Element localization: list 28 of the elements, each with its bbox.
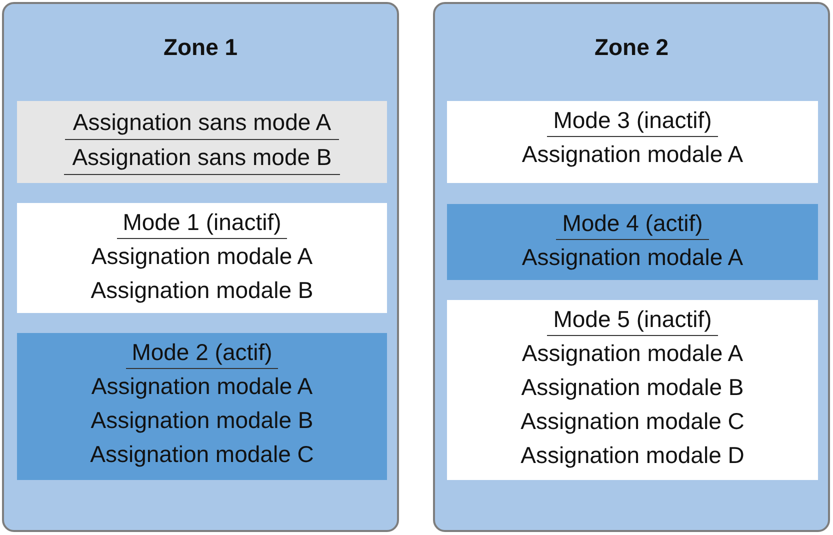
assignment-text: Assignation modale A (91, 372, 313, 401)
assignment-box (17, 101, 387, 183)
zone-title: Zone 2 (594, 33, 669, 62)
zone-panel (433, 2, 830, 532)
zone-title: Zone 1 (163, 33, 238, 62)
assignment-text: Assignation modale C (90, 440, 314, 469)
mode-heading: Mode 2 (actif) (126, 337, 278, 369)
zone-panel (2, 2, 399, 532)
assignment-text: Assignation modale A (522, 140, 744, 169)
mode-box (447, 101, 818, 183)
assignment-text: Assignation modale A (522, 339, 744, 368)
assignment-text: Assignation modale B (90, 406, 314, 435)
assignment-text: Assignation modale A (91, 242, 313, 271)
mode-heading: Mode 4 (actif) (556, 208, 709, 240)
assignment-text: Assignation modale B (90, 276, 314, 305)
mode-heading: Mode 5 (inactif) (547, 304, 718, 336)
mode-box (17, 333, 387, 480)
assignment-text: Assignation modale D (520, 441, 744, 470)
mode-box (447, 300, 818, 480)
assignment-text: Assignation modale B (521, 373, 744, 402)
assignment-text: Assignation sans mode A (64, 105, 340, 140)
assignment-text: Assignation sans mode B (64, 140, 340, 175)
mode-box (17, 203, 387, 313)
mode-heading: Mode 3 (inactif) (547, 105, 718, 137)
assignment-text: Assignation modale C (520, 407, 744, 436)
mode-box (447, 204, 818, 280)
mode-heading: Mode 1 (inactif) (116, 207, 288, 239)
assignment-text: Assignation modale A (522, 243, 744, 272)
